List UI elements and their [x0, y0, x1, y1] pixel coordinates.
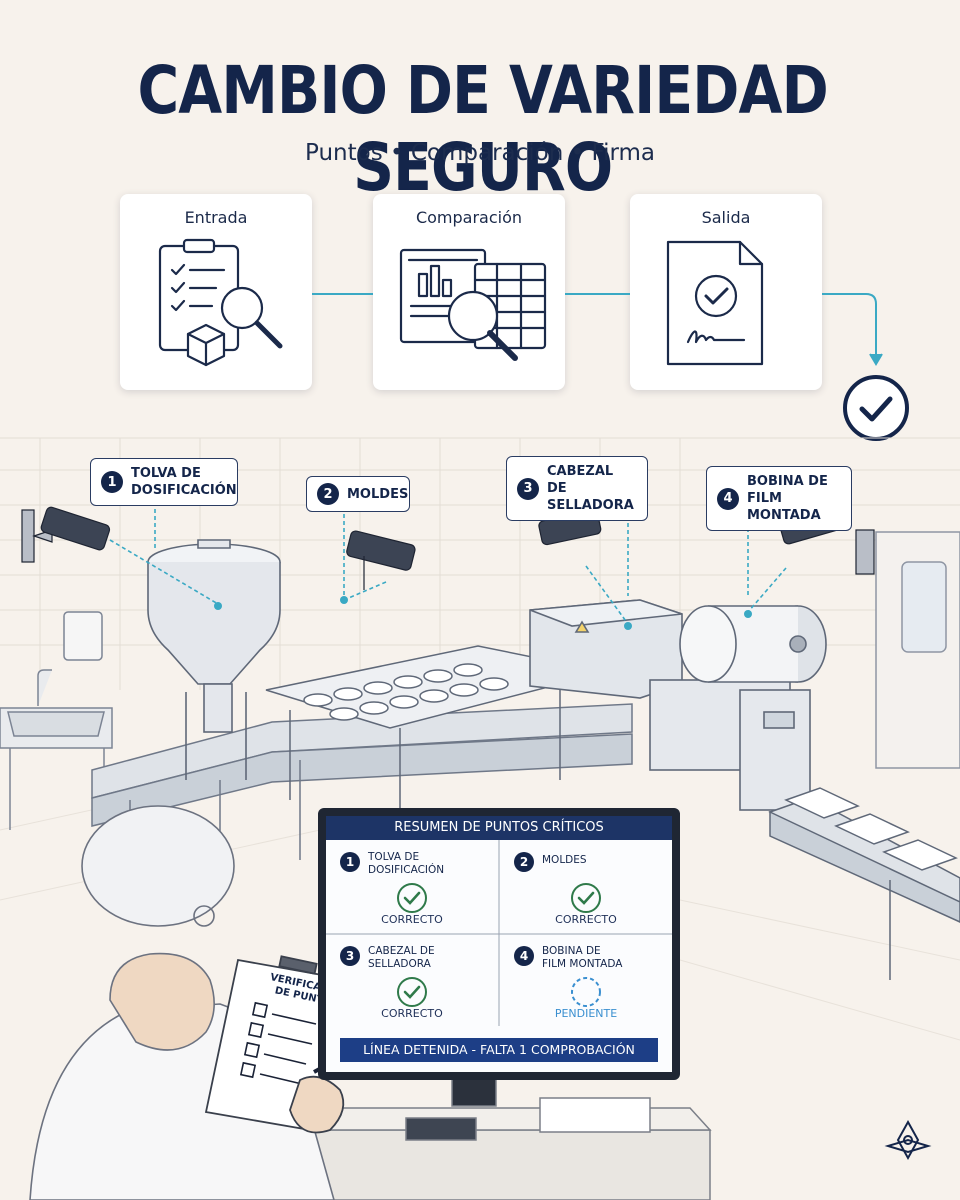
callout-number: 4 — [717, 487, 739, 510]
final-check-icon — [843, 375, 909, 441]
pointer-dots — [214, 596, 752, 630]
point-number: 3 — [340, 946, 360, 966]
clipboard-magnifier-box-icon — [158, 238, 283, 367]
check-circle-icon — [571, 883, 601, 913]
point-status: PENDIENTE — [554, 1007, 618, 1020]
sink — [0, 611, 113, 830]
logo-icon — [884, 1119, 932, 1161]
check-circle-icon — [397, 883, 427, 913]
stage-label: Salida — [701, 208, 751, 227]
callout-number: 1 — [101, 471, 123, 493]
page-subtitle: Puntos • Comparación • Firma — [304, 140, 656, 166]
callout-label: CABEZAL DE SELLADORA — [547, 464, 634, 513]
point-name: CABEZAL DE SELLADORA — [368, 945, 435, 970]
pending-circle-icon — [571, 977, 601, 1007]
point-status: CORRECTO — [381, 913, 443, 926]
output-conveyor — [768, 787, 960, 980]
summary-grid — [326, 840, 672, 1026]
point-card-4: 4 BOBINA DE FILM MONTADA PENDIENTE — [500, 934, 672, 1028]
point-card-2: 2 MOLDES CORRECTO — [500, 840, 672, 934]
sealer — [529, 599, 683, 699]
point-name: TOLVA DE DOSIFICACIÓN — [368, 851, 445, 876]
clipboard-icon — [204, 955, 352, 1134]
status-banner: LÍNEA DETENIDA - FALTA 1 COMPROBACIÓN — [340, 1038, 658, 1062]
callout-label: TOLVA DE DOSIFICACIÓN — [131, 466, 237, 498]
callout-tolva: 1 TOLVA DE DOSIFICACIÓN — [90, 458, 238, 506]
point-name: MOLDES — [542, 854, 587, 866]
point-number: 2 — [514, 852, 534, 872]
point-number: 1 — [340, 852, 360, 872]
check-circle-icon — [397, 977, 427, 1007]
desk — [279, 1077, 712, 1200]
point-card-1: 1 TOLVA DE DOSIFICACIÓN CORRECTO — [326, 840, 498, 934]
stage-comparacion: Comparación — [373, 194, 565, 390]
point-card-3: 3 CABEZAL DE SELLADORA CORRECTO — [326, 934, 498, 1028]
hopper — [147, 539, 281, 780]
signed-document-icon — [666, 240, 764, 366]
callout-moldes: 2 MOLDES — [306, 476, 410, 512]
documents-magnifier-icon — [399, 248, 547, 361]
callout-label: BOBINA DE FILM MONTADA — [747, 474, 828, 523]
stage-entrada: Entrada — [120, 194, 312, 390]
flow-connectors — [312, 293, 883, 366]
monitor-screen: RESUMEN DE PUNTOS CRÍTICOS 1 TOLVA DE DO… — [326, 816, 672, 1072]
monitor: RESUMEN DE PUNTOS CRÍTICOS 1 TOLVA DE DO… — [318, 808, 680, 1080]
callout-label: MOLDES — [347, 486, 409, 502]
stage-label: Entrada — [184, 208, 248, 227]
callout-number: 3 — [517, 477, 539, 500]
point-name: BOBINA DE FILM MONTADA — [542, 945, 623, 970]
callout-number: 2 — [317, 483, 339, 505]
summary-title: RESUMEN DE PUNTOS CRÍTICOS — [326, 816, 672, 840]
callout-bobina: 4 BOBINA DE FILM MONTADA — [706, 466, 852, 531]
film-roll-machine — [649, 605, 827, 811]
stage-label: Comparación — [415, 208, 523, 227]
point-number: 4 — [514, 946, 534, 966]
door — [875, 531, 960, 769]
point-status: CORRECTO — [555, 913, 617, 926]
stage-salida: Salida — [630, 194, 822, 390]
point-status: CORRECTO — [381, 1007, 443, 1020]
page-title: CAMBIO DE VARIEDAD SEGURO — [137, 52, 828, 206]
callout-cabezal: 3 CABEZAL DE SELLADORA — [506, 456, 648, 521]
